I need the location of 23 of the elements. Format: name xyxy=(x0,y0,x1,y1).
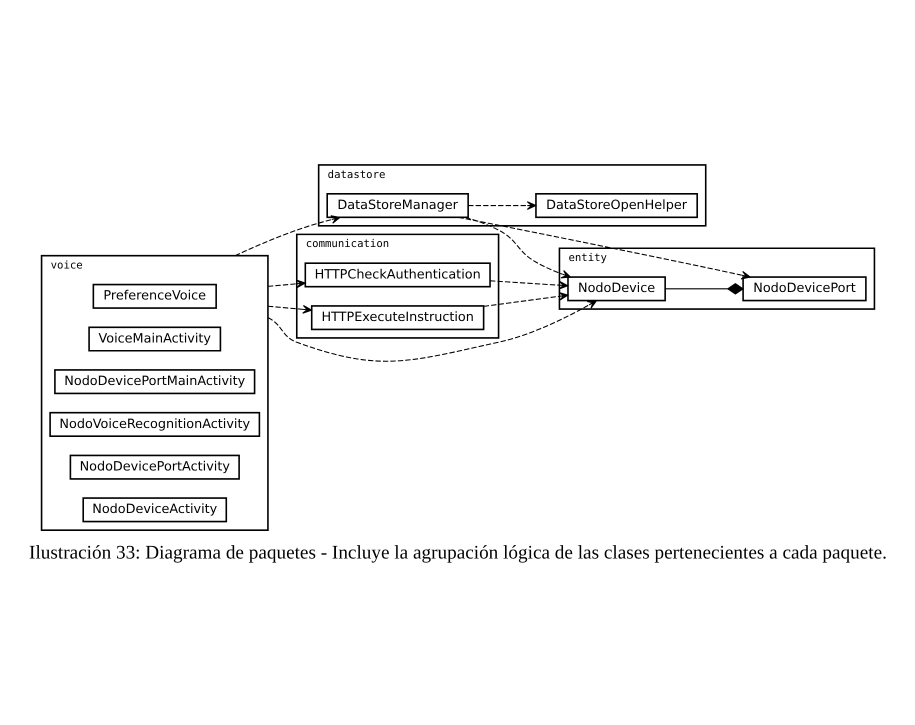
arrow xyxy=(490,280,568,290)
node-box: NodoVoiceRecognitionActivity xyxy=(48,412,260,437)
node-box: VoiceMainActivity xyxy=(88,326,221,352)
node-box: DataStoreManager xyxy=(326,192,468,218)
arrow xyxy=(267,279,306,288)
arrow xyxy=(458,216,750,280)
arrow xyxy=(483,292,568,307)
arrow xyxy=(464,216,570,278)
caption: Ilustración 33: Diagrama de paquetes - Incluye la agrupación lógica de las clases pertenecientes a cada paquete. xyxy=(28,542,886,564)
node-box: HTTPCheckAuthentication xyxy=(304,262,490,288)
arrow xyxy=(267,300,597,362)
node-box: NodoDevicePortMainActivity xyxy=(54,369,255,394)
node-box: NodoDeviceActivity xyxy=(82,497,227,522)
arrow xyxy=(234,215,340,256)
node-box: HTTPExecuteInstruction xyxy=(310,305,484,330)
arrow xyxy=(267,304,312,314)
node-box: NodoDevice xyxy=(566,276,666,302)
node-box: NodoDevicePortActivity xyxy=(69,454,240,480)
node-box: NodoDevicePort xyxy=(742,276,866,302)
node-box: DataStoreOpenHelper xyxy=(534,192,698,218)
node-box: PreferenceVoice xyxy=(92,284,216,309)
connector xyxy=(664,283,744,295)
arrow xyxy=(468,201,536,210)
